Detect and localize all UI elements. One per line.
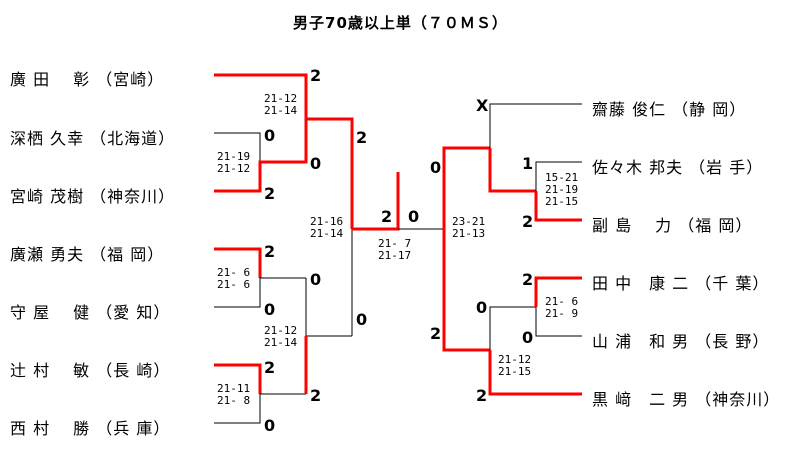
left-player-7: 西 村 勝 （兵 庫） <box>10 419 171 438</box>
score-left-r2-b: 0 <box>310 270 322 289</box>
score-left-r2-c: 2 <box>310 386 322 405</box>
game-score-right-a: 15-21 21-19 21-15 <box>545 171 579 208</box>
left-player-2: 深栖 久幸 （北海道） <box>10 129 176 148</box>
game-score-right-c: 21-12 21-15 <box>498 353 532 378</box>
line-r-r2-a <box>488 148 536 193</box>
game-score-right-b: 21- 6 21- 9 <box>545 295 579 320</box>
score-right-r1-b: 2 <box>522 212 534 231</box>
game-score-final: 21- 7 21-17 <box>378 237 412 262</box>
right-player-3: 副 島 力 （福 岡） <box>592 216 753 235</box>
line-r-r2-b <box>489 306 536 350</box>
score-right-x: X <box>476 96 489 115</box>
right-player-4: 田 中 康 二 （千 葉） <box>592 274 770 293</box>
score-left-sf-top: 2 <box>356 128 368 147</box>
line-l-p4 <box>214 247 262 278</box>
game-score-left-a: 21-12 21-14 <box>264 92 298 117</box>
score-right-sf-bot: 2 <box>430 324 442 343</box>
score-left-r1-f: 0 <box>264 416 276 435</box>
score-right-sf-top: 0 <box>430 158 442 177</box>
left-player-3: 宮崎 茂樹 （神奈川） <box>10 187 176 206</box>
game-score-right-sf: 23-21 21-13 <box>452 215 486 240</box>
line-l-p7 <box>214 393 306 424</box>
right-player-2: 佐々木 邦夫 （岩 手） <box>592 158 764 177</box>
game-score-left-d: 21-12 21-14 <box>264 324 298 349</box>
score-left-r1-e: 2 <box>264 358 276 377</box>
line-r-p5 <box>535 307 582 337</box>
line-r-sf-top <box>442 146 490 229</box>
score-left-sf-bot: 0 <box>356 310 368 329</box>
game-score-left-b: 21-19 21-12 <box>217 150 251 175</box>
score-final-right: 0 <box>408 207 420 226</box>
score-right-r1-c: 2 <box>522 270 534 289</box>
page-title: 男子70歳以上単（７０ＭＳ） <box>293 14 508 32</box>
game-score-left-sf: 21-16 21-14 <box>310 215 344 240</box>
line-r-sf-bot <box>442 229 490 352</box>
score-left-r1-d: 0 <box>264 300 276 319</box>
score-left-r2-a: 0 <box>310 154 322 173</box>
line-r-p6 <box>488 350 582 396</box>
score-final-left: 2 <box>381 207 393 226</box>
score-left-r1-c: 2 <box>264 242 276 261</box>
game-score-left-e: 21-11 21- 8 <box>217 382 251 407</box>
line-r-p1 <box>489 103 582 148</box>
right-player-6: 黒 﨑 二 男 （神奈川） <box>592 390 781 409</box>
score-left-r1-a: 0 <box>264 126 276 145</box>
line-l-p1 <box>214 73 308 119</box>
line-l-p5 <box>214 277 306 308</box>
score-right-r1-d: 0 <box>522 328 534 347</box>
game-score-left-c: 21- 6 21- 6 <box>217 266 251 291</box>
line-l-p3 <box>214 119 308 193</box>
line-l-p6 <box>214 363 262 394</box>
left-player-1: 廣 田 彰 （宮崎） <box>10 70 165 89</box>
score-right-r2-a: 0 <box>476 298 488 317</box>
line-l-p2 <box>214 132 261 162</box>
left-player-6: 辻 村 敏 （長 崎） <box>10 361 171 380</box>
right-player-1: 齋藤 俊仁 （静 岡） <box>592 100 747 119</box>
left-player-5: 守 屋 健 （愛 知） <box>10 303 171 322</box>
line-r-p3 <box>534 191 582 222</box>
line-r-p2 <box>535 161 582 191</box>
score-left-r2-top: 2 <box>310 66 322 85</box>
line-l-r2-top <box>306 117 354 229</box>
right-player-5: 山 浦 和 男 （長 野） <box>592 332 770 351</box>
line-r-p4 <box>534 276 582 307</box>
score-left-r1-b: 2 <box>264 184 276 203</box>
left-player-4: 廣瀬 勇夫 （福 岡） <box>10 245 165 264</box>
score-right-r1-a: 1 <box>522 154 534 173</box>
score-right-r2-b: 2 <box>476 386 488 405</box>
